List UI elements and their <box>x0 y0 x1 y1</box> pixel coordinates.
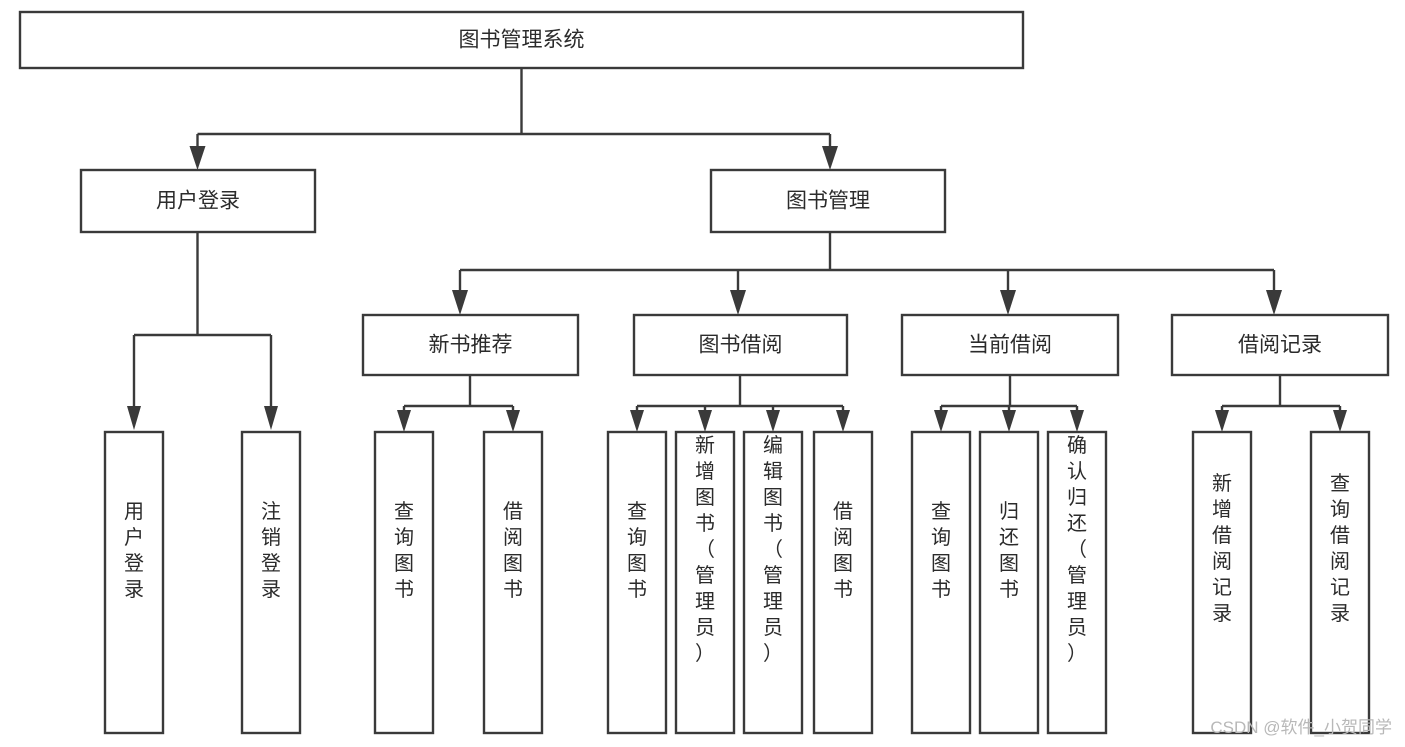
arrow-head-leaf-query-book-2 <box>630 410 644 432</box>
arrow-head-new-book-rec <box>452 290 468 315</box>
leaf-add-book-label: 新增图书（管理员） <box>695 434 715 665</box>
arrow-head-leaf-query-book-1 <box>397 410 411 432</box>
leaf-query-book-1-label: 查询图书 <box>394 500 414 601</box>
leaf-user-login-label: 用户登录 <box>124 501 144 601</box>
node-book-manage[interactable]: 图书管理 <box>709 168 947 234</box>
node-user-login[interactable]: 用户登录 <box>79 168 317 234</box>
leaf-borrow-book-2[interactable]: 借阅图书 <box>812 430 874 735</box>
arrow-head-leaf-borrow-book-1 <box>506 410 520 432</box>
leaf-borrow-book-1-label: 借阅图书 <box>503 500 523 601</box>
leaf-query-book-1-box[interactable] <box>373 430 435 735</box>
leaf-edit-book-box[interactable] <box>742 430 804 735</box>
arrow-head-leaf-confirm-return <box>1070 410 1084 432</box>
leaf-user-login-box[interactable] <box>103 430 165 735</box>
leaf-add-record-box[interactable] <box>1191 430 1253 735</box>
node-book-borrow[interactable]: 图书借阅 <box>632 313 849 377</box>
leaf-return-book-label: 归还图书 <box>999 500 1019 601</box>
leaf-return-book[interactable]: 归还图书 <box>978 430 1040 735</box>
node-book-borrow-label: 图书借阅 <box>699 334 783 357</box>
node-user-login-label: 用户登录 <box>156 190 240 213</box>
leaf-edit-book-label: 编辑图书（管理员） <box>763 434 783 665</box>
leaf-return-book-box[interactable] <box>978 430 1040 735</box>
arrow-head-leaf-borrow-book-2 <box>836 410 850 432</box>
arrow-head-leaf-return-book <box>1002 410 1016 432</box>
node-book-manage-label: 图书管理 <box>786 190 870 213</box>
node-current-borrow[interactable]: 当前借阅 <box>900 313 1120 377</box>
arrow-head-leaf-add-record <box>1215 410 1229 432</box>
arrow-head-leaf-add-book <box>698 410 712 432</box>
node-borrow-record-label: 借阅记录 <box>1238 334 1322 357</box>
node-new-book-rec[interactable]: 新书推荐 <box>361 313 580 377</box>
leaf-confirm-return-label: 确认归还（管理员） <box>1067 434 1087 665</box>
leaf-add-record[interactable]: 新增借阅记录 <box>1191 430 1253 735</box>
leaf-query-book-3-box[interactable] <box>910 430 972 735</box>
node-current-borrow-label: 当前借阅 <box>968 334 1052 357</box>
leaf-confirm-return[interactable]: 确认归还（管理员） <box>1046 430 1108 735</box>
node-book-borrow-box[interactable] <box>632 313 849 377</box>
leaf-add-book[interactable]: 新增图书（管理员） <box>674 430 736 735</box>
node-root-label: 图书管理系统 <box>459 29 585 52</box>
leaf-user-login[interactable]: 用户登录 <box>103 430 165 735</box>
arrow-head-leaf-query-book-3 <box>934 410 948 432</box>
node-borrow-record-box[interactable] <box>1170 313 1390 377</box>
node-user-login-box[interactable] <box>79 168 317 234</box>
leaf-query-book-2-label: 查询图书 <box>627 500 647 601</box>
leaf-query-book-2[interactable]: 查询图书 <box>606 430 668 735</box>
leaf-query-record[interactable]: 查询借阅记录 <box>1309 430 1371 735</box>
arrow-head-user-login <box>189 146 206 170</box>
leaf-borrow-book-2-box[interactable] <box>812 430 874 735</box>
node-borrow-record[interactable]: 借阅记录 <box>1170 313 1390 377</box>
leaf-query-book-3-label: 查询图书 <box>931 500 951 601</box>
node-root-box[interactable] <box>18 10 1025 70</box>
node-current-borrow-box[interactable] <box>900 313 1120 377</box>
leaf-user-logout-label: 注销登录 <box>261 500 281 601</box>
leaf-add-record-label: 新增借阅记录 <box>1212 472 1232 625</box>
leaf-borrow-book-2-label: 借阅图书 <box>833 500 853 601</box>
leaf-confirm-return-box[interactable] <box>1046 430 1108 735</box>
node-book-manage-box[interactable] <box>709 168 947 234</box>
leaf-borrow-book-1[interactable]: 借阅图书 <box>482 430 544 735</box>
leaf-query-book-1[interactable]: 查询图书 <box>373 430 435 735</box>
leaf-edit-book[interactable]: 编辑图书（管理员） <box>742 430 804 735</box>
leaf-query-record-box[interactable] <box>1309 430 1371 735</box>
leaf-user-logout-box[interactable] <box>240 430 302 735</box>
leaf-query-book-2-box[interactable] <box>606 430 668 735</box>
arrow-head-leaf-edit-book <box>766 410 780 432</box>
leaf-user-logout[interactable]: 注销登录 <box>240 430 302 735</box>
arrow-head-leaf-user-logout <box>264 406 278 430</box>
arrow-head-current-borrow <box>1000 290 1016 315</box>
arrow-head-leaf-user-login <box>127 406 141 430</box>
arrow-head-book-borrow <box>730 290 746 315</box>
arrow-head-book-manage <box>822 146 838 170</box>
leaf-borrow-book-1-box[interactable] <box>482 430 544 735</box>
leaf-add-book-box[interactable] <box>674 430 736 735</box>
arrow-head-leaf-query-record <box>1333 410 1347 432</box>
leaf-query-record-label: 查询借阅记录 <box>1330 472 1350 625</box>
leaf-query-book-3[interactable]: 查询图书 <box>910 430 972 735</box>
node-new-book-rec-box[interactable] <box>361 313 580 377</box>
connector-layer <box>127 68 1347 432</box>
arrow-head-borrow-record <box>1266 290 1282 315</box>
csdn-watermark: CSDN @软件_小贺同学 <box>1210 718 1392 737</box>
node-root[interactable]: 图书管理系统 <box>18 10 1025 70</box>
node-new-book-rec-label: 新书推荐 <box>429 334 513 357</box>
